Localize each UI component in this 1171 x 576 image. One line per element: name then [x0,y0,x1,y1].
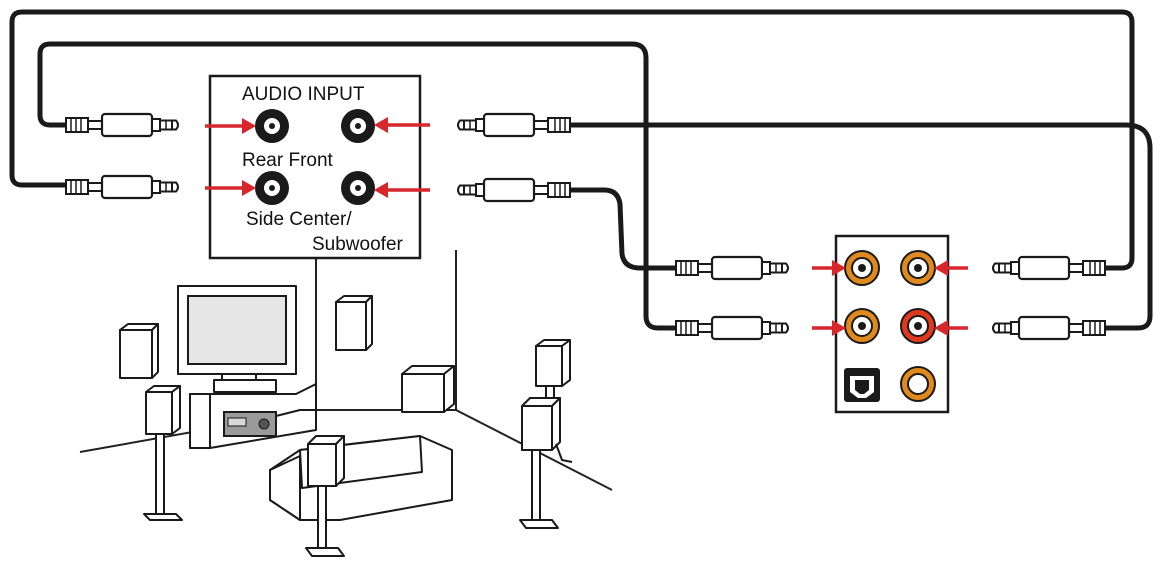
audio-cables [9,9,1153,331]
tv-cabinet [189,379,317,449]
rear-jack-middle-right[interactable] [900,308,936,344]
sofa [269,435,453,521]
speaker-front-left [119,323,159,379]
plugs-left [64,112,180,200]
audio-input-label-row2: Side Center/ [246,209,352,230]
speaker-side-left [143,385,183,521]
rear-io-panel [834,234,950,414]
audio-input-title: AUDIO INPUT [242,84,365,105]
plugs-right [458,114,570,201]
rear-jack-top-left[interactable] [844,250,880,286]
audio-input-panel: AUDIO INPUT Rear Front Side Center/ Subw… [208,74,422,260]
optical-out-port[interactable] [844,368,880,402]
home-theater-room [79,250,613,557]
rear-jack-middle-left[interactable] [844,308,880,344]
plugs-rear-right [993,257,1105,339]
plugs-rear-left [674,255,790,341]
arrows-audio-input [205,117,430,198]
arrows-rear-io [812,260,968,336]
jack-rear[interactable] [255,109,289,143]
speaker-right [519,339,573,529]
subwoofer [401,365,455,413]
tv [177,285,297,383]
rear-jack-top-right[interactable] [900,250,936,286]
jack-front[interactable] [341,109,375,143]
coaxial-out-port[interactable] [900,366,936,402]
jack-center-subwoofer[interactable] [341,171,375,205]
speaker-rear-center [305,435,345,557]
jack-side[interactable] [255,171,289,205]
audio-input-label-row2b: Subwoofer [312,234,404,255]
audio-input-label-row1: Rear Front [242,150,334,171]
speaker-center-wall [335,295,373,351]
